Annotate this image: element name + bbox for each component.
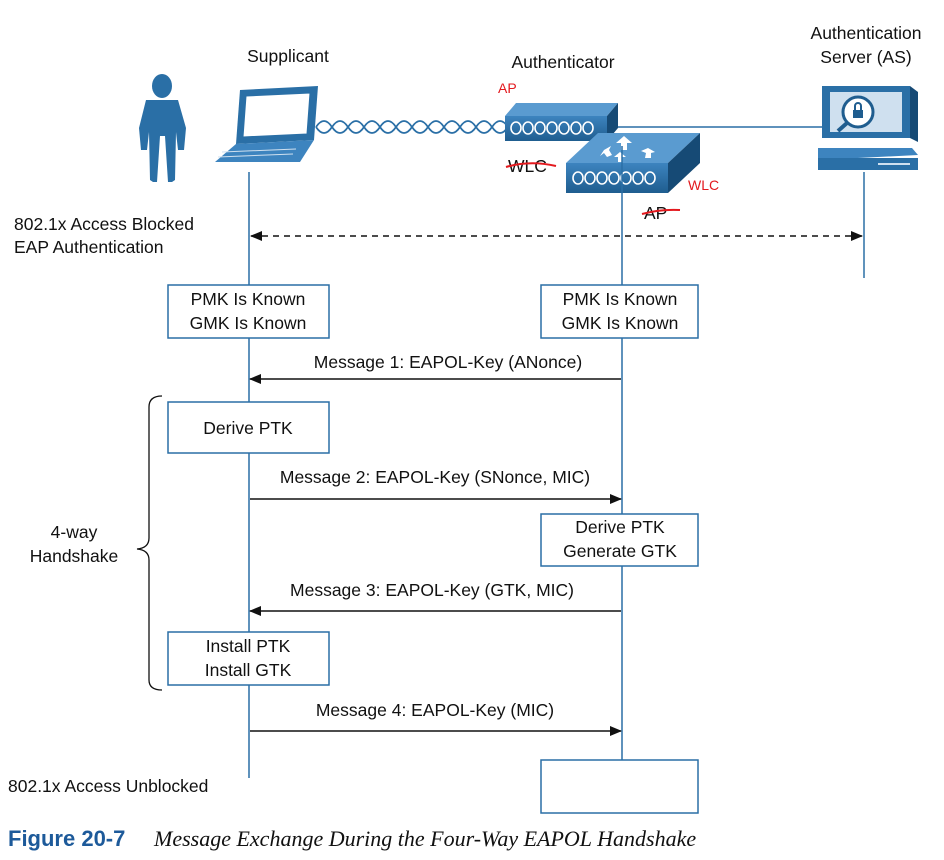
authenticator-heading: Authenticator [511, 52, 614, 72]
wlc-struck-label: WLC [508, 156, 547, 176]
blocked-status-1: 802.1x Access Blocked [14, 214, 194, 234]
ap-label-top: AP [498, 80, 517, 96]
wlc-strike-mark [505, 162, 557, 168]
message-3-label: Message 3: EAPOL-Key (GTK, MIC) [290, 580, 574, 600]
auth-derive-text: Derive PTK [575, 517, 665, 537]
authenticator-key-box [540, 284, 699, 339]
figure-number: Figure 20-7 [8, 826, 125, 851]
handshake-brace [136, 395, 163, 691]
ap-strike-mark [641, 208, 681, 215]
message-1-label: Message 1: EAPOL-Key (ANonce) [314, 352, 582, 372]
authenticator-gmk-text: GMK Is Known [562, 313, 679, 333]
supplicant-key-box [167, 284, 330, 339]
person-icon [139, 74, 186, 182]
message-4-label: Message 4: EAPOL-Key (MIC) [316, 700, 554, 720]
auth-derive-box [540, 513, 699, 567]
derive-ptk-text: Derive PTK [203, 418, 293, 438]
supplicant-pmk-text: PMK Is Known [191, 289, 306, 309]
handshake-label-1: 4-way [51, 522, 98, 542]
auth-server-heading-2: Server (AS) [820, 47, 911, 67]
blocked-status-2: EAP Authentication [14, 237, 164, 257]
wlc-controller-icon [566, 133, 700, 193]
install-ptk-text: Install PTK [206, 636, 291, 656]
install-box [167, 631, 330, 686]
handshake-label-2: Handshake [30, 546, 119, 566]
authenticator-pmk-text: PMK Is Known [563, 289, 678, 309]
wlc-label-right: WLC [688, 177, 719, 193]
access-point-icon [505, 103, 618, 141]
auth-server-heading-1: Authentication [811, 23, 922, 43]
auth-generate-text: Generate GTK [563, 541, 677, 561]
unblocked-status: 802.1x Access Unblocked [8, 776, 208, 796]
supplicant-heading: Supplicant [247, 46, 329, 66]
message-2-label: Message 2: EAPOL-Key (SNonce, MIC) [280, 467, 590, 487]
laptop-icon [215, 86, 318, 162]
install-gtk-text: Install GTK [205, 660, 292, 680]
derive-ptk-box [167, 401, 330, 454]
supplicant-gmk-text: GMK Is Known [190, 313, 307, 333]
ap-struck-label: AP [644, 203, 667, 223]
authentication-server-icon [818, 86, 918, 170]
wireless-signal-icon [315, 120, 509, 134]
final-box [540, 759, 699, 814]
figure-caption: Message Exchange During the Four-Way EAP… [153, 826, 696, 851]
